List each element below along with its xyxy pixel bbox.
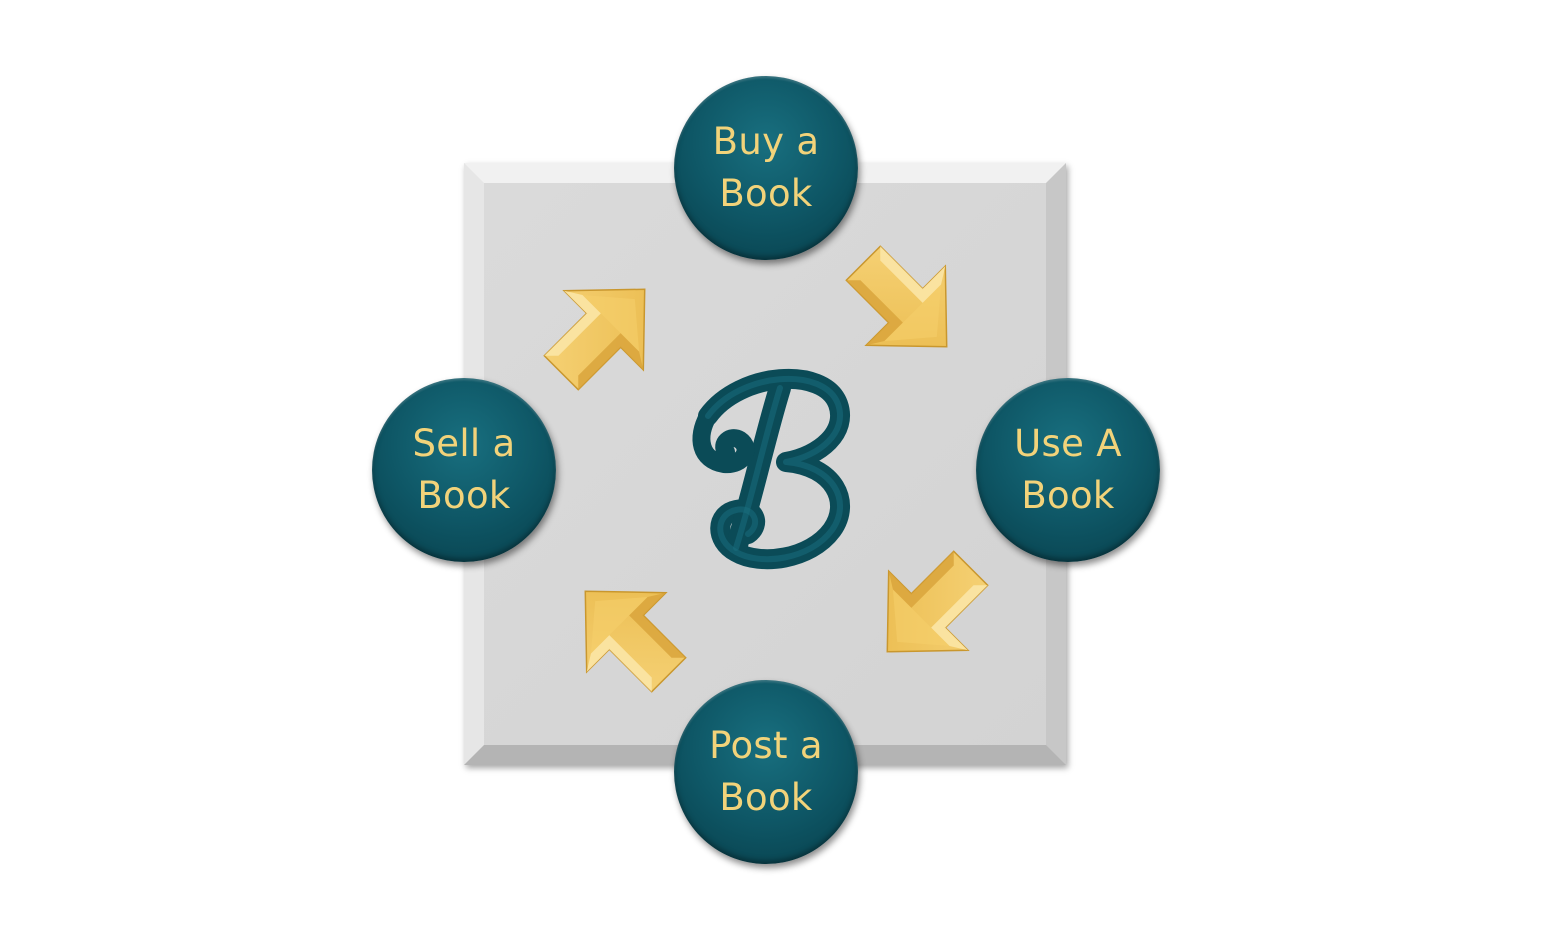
sell-a-book-node[interactable]: Sell a Book — [372, 378, 556, 562]
buy-a-book-node[interactable]: Buy a Book — [674, 76, 858, 260]
post-a-book-label: Post a Book — [709, 724, 823, 819]
post-a-book-node[interactable]: Post a Book — [674, 680, 858, 864]
buy-a-book-label: Buy a Book — [712, 120, 820, 215]
sell-a-book-label: Sell a Book — [412, 422, 516, 517]
use-a-book-node[interactable]: Use A Book — [976, 378, 1160, 562]
brand-logo-b — [692, 368, 850, 570]
use-a-book-label: Use A Book — [1014, 422, 1122, 517]
